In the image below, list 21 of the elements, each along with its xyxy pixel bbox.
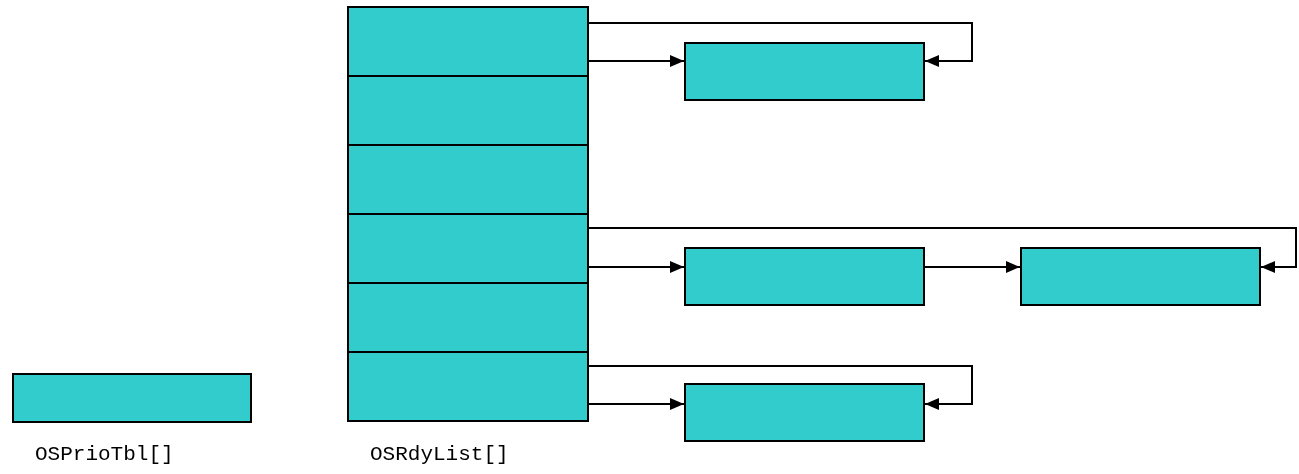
arrow (924, 261, 1021, 273)
array-cell (349, 353, 587, 420)
array-cell (349, 215, 587, 284)
arrow (586, 55, 685, 67)
array-name: OSPrioTbl[] (35, 443, 174, 466)
array-cell (349, 146, 587, 215)
arrow (586, 22, 973, 67)
table-box (12, 373, 252, 423)
task-box (684, 383, 925, 442)
array-table (347, 6, 589, 422)
arrow (586, 398, 685, 410)
array-cell (349, 8, 587, 77)
task-box (684, 42, 925, 101)
array-cell (349, 284, 587, 353)
task-box (684, 247, 925, 306)
array-name: OSRdyList[] (370, 443, 509, 466)
array-cell (349, 77, 587, 146)
task-box (1020, 247, 1261, 306)
arrow (586, 365, 973, 410)
arrow (586, 227, 1297, 273)
arrow (586, 261, 685, 273)
